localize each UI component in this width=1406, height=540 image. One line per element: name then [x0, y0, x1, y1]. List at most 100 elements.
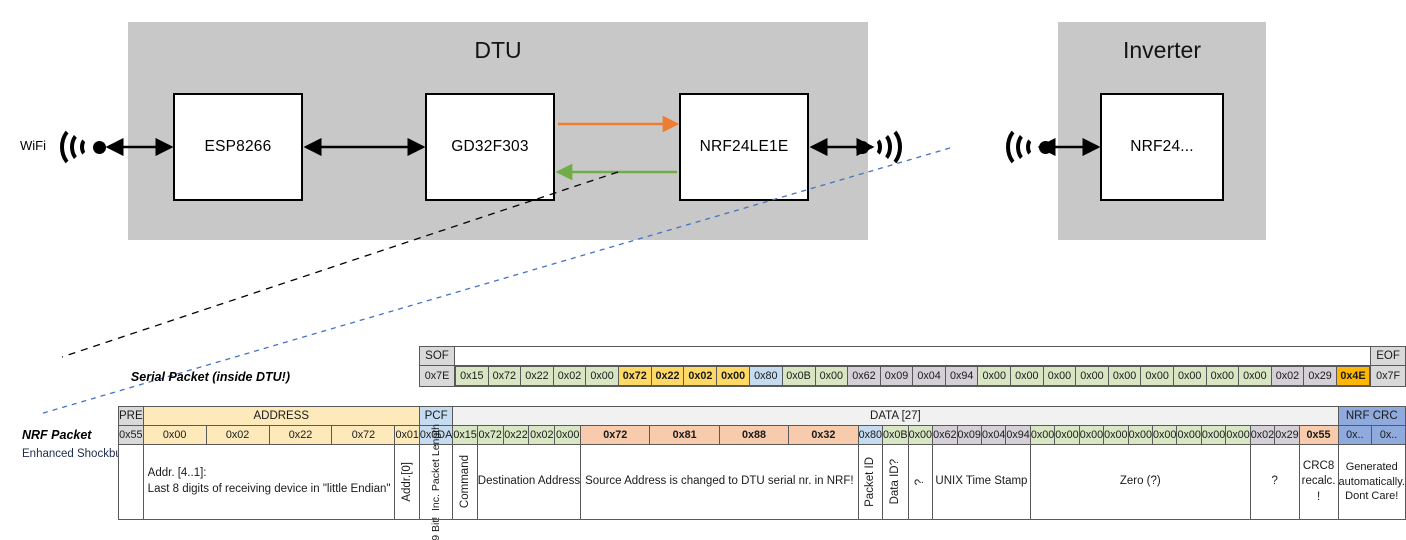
- serial-byte-cell: 0x02: [1270, 366, 1305, 386]
- enhanced-shockburst-label: Enhanced Shockburst: [22, 448, 135, 460]
- serial-header-row: SOF EOF: [419, 346, 1406, 366]
- chip-nrf24: NRF24...: [1100, 93, 1224, 201]
- nrf-data-byte: 0x72: [476, 425, 504, 445]
- nrf-crc-header: NRF CRC: [1337, 406, 1406, 426]
- chip-esp8266: ESP8266: [173, 93, 303, 201]
- serial-byte-cell: 0x02: [552, 366, 587, 386]
- nrf-data-byte: 0x00: [554, 425, 582, 445]
- nrf-data-byte: 0x02: [528, 425, 556, 445]
- nrf-data-byte: 0x00: [1029, 425, 1056, 445]
- serial-byte-cell: 0x04: [912, 366, 946, 386]
- nrf-data-header: DATA [27]: [452, 406, 1339, 426]
- serial-byte-cell: 0x62: [847, 366, 881, 386]
- nrf-data-byte: 0x04: [980, 425, 1007, 445]
- desc-addr0: Addr.[0]: [394, 444, 420, 520]
- chip-nrf24le1e: NRF24LE1E: [679, 93, 809, 201]
- serial-byte-cell: 0x00: [716, 366, 750, 386]
- nrf-data-byte: 0x81: [649, 425, 720, 445]
- nrf-address-byte: 0x22: [268, 425, 333, 445]
- nrf-data-byte: 0x15: [452, 425, 478, 445]
- desc-source-address: Source Address is changed to DTU serial …: [580, 444, 859, 520]
- dtu-title: DTU: [474, 37, 522, 63]
- nrf-crc-byte: 0x..: [1337, 425, 1373, 445]
- chip-gd32f303: GD32F303: [425, 93, 555, 201]
- serial-byte-cell: 0x4E: [1335, 366, 1371, 386]
- serial-byte-cell: 0x00: [977, 366, 1012, 386]
- serial-byte-cell: 0x00: [1238, 366, 1272, 386]
- dtu-radio-antenna-icon: [856, 122, 902, 174]
- serial-byte-cell: 0x22: [520, 366, 554, 386]
- nrf-data-byte: 0x94: [1005, 425, 1031, 445]
- nrf-data-byte: 0x0B: [882, 425, 909, 445]
- serial-byte-cell: 0x02: [683, 366, 718, 386]
- serial-byte-cell: 0x15: [454, 366, 489, 386]
- serial-header-spacer: [453, 346, 1372, 366]
- block-diagram: DTU Inverter ESP8266 GD32F303 NRF24LE1E …: [20, 22, 1266, 240]
- serial-sof-header: SOF: [419, 346, 455, 366]
- nrf-data-byte: 0x00: [1054, 425, 1080, 445]
- nrf-data-byte: 0x29: [1274, 425, 1300, 445]
- nrf-address-header: ADDRESS: [142, 406, 420, 426]
- serial-byte-cell: 0x80: [749, 366, 783, 386]
- serial-byte-cell: 0x00: [1172, 366, 1207, 386]
- nrf-data-byte: 0x00: [1151, 425, 1178, 445]
- serial-byte-cell: 0x00: [1107, 366, 1142, 386]
- wifi-label: WiFi: [20, 138, 46, 153]
- nrf-address-byte: 0x02: [205, 425, 270, 445]
- nrf-data-byte: 0x00: [1103, 425, 1129, 445]
- nrf-address-byte: 0x00: [142, 425, 207, 445]
- desc-zero: Zero (?): [1029, 444, 1251, 520]
- nrf-data-byte: 0x09: [956, 425, 982, 445]
- inverter-title: Inverter: [1123, 37, 1201, 63]
- nrf-data-byte: 0x00: [1200, 425, 1227, 445]
- nrf-data-byte: 0x00: [1225, 425, 1251, 445]
- serial-byte-cell: 0x72: [617, 366, 652, 386]
- nrf-data-byte: 0x22: [502, 425, 530, 445]
- desc-packet-id: Packet ID: [857, 444, 884, 520]
- desc-address: Addr. [4..1]:Last 8 digits of receiving …: [142, 444, 396, 520]
- serial-byte-cell: 0x00: [1010, 366, 1044, 386]
- inverter-radio-antenna-icon: [1006, 122, 1052, 174]
- serial-byte-cell: 0x0B: [781, 366, 816, 386]
- nrf-data-byte: 0x02: [1249, 425, 1276, 445]
- nrf-data-byte: 0x72: [580, 425, 651, 445]
- desc-command: Command: [452, 444, 478, 520]
- nrf-address-byte: 0x01: [394, 425, 420, 445]
- nrf-data-byte: 0x00: [1127, 425, 1154, 445]
- serial-eof-header: EOF: [1370, 346, 1406, 366]
- nrf-pcf-value: 0x0DA: [418, 425, 454, 445]
- nrf-data-byte: 0x80: [857, 425, 884, 445]
- serial-byte-cell: 0x00: [585, 366, 619, 386]
- nrf-data-byte: 0x32: [788, 425, 859, 445]
- nrf-data-byte: 0x00: [907, 425, 934, 445]
- serial-byte-cell: 0x22: [650, 366, 685, 386]
- desc-data-id: Data ID?: [882, 444, 909, 520]
- nrf-data-byte: 0x00: [1176, 425, 1202, 445]
- serial-byte-cell: 0x00: [1205, 366, 1240, 386]
- nrf-pre-header: PRE: [118, 406, 144, 426]
- nrf-data-byte: 0x00: [1078, 425, 1105, 445]
- desc-pcf: 9 Bit! Inc. Packet Length: [418, 424, 454, 540]
- nrf-data-byte: 0x62: [932, 425, 958, 445]
- nrf-data-byte: 0x55: [1298, 425, 1339, 445]
- nrf-pcf-header: PCF: [418, 406, 454, 426]
- serial-byte-cell: 0x00: [1075, 366, 1109, 386]
- desc-pre: [118, 444, 144, 520]
- desc-unix-time-stamp: UNIX Time Stamp: [932, 444, 1031, 520]
- nrf-address-byte: 0x72: [331, 425, 396, 445]
- serial-byte-cell: 0x00: [1140, 366, 1174, 386]
- serial-byte-cell: 0x94: [944, 366, 979, 386]
- nrf-data-byte: 0x88: [718, 425, 790, 445]
- wifi-antenna-icon: [60, 122, 106, 174]
- serial-sof-value: 0x7E: [419, 365, 455, 387]
- serial-byte-cell: 0x29: [1303, 366, 1337, 386]
- desc-question-2: ?: [1249, 444, 1300, 520]
- desc-question-1: ?: [907, 444, 934, 520]
